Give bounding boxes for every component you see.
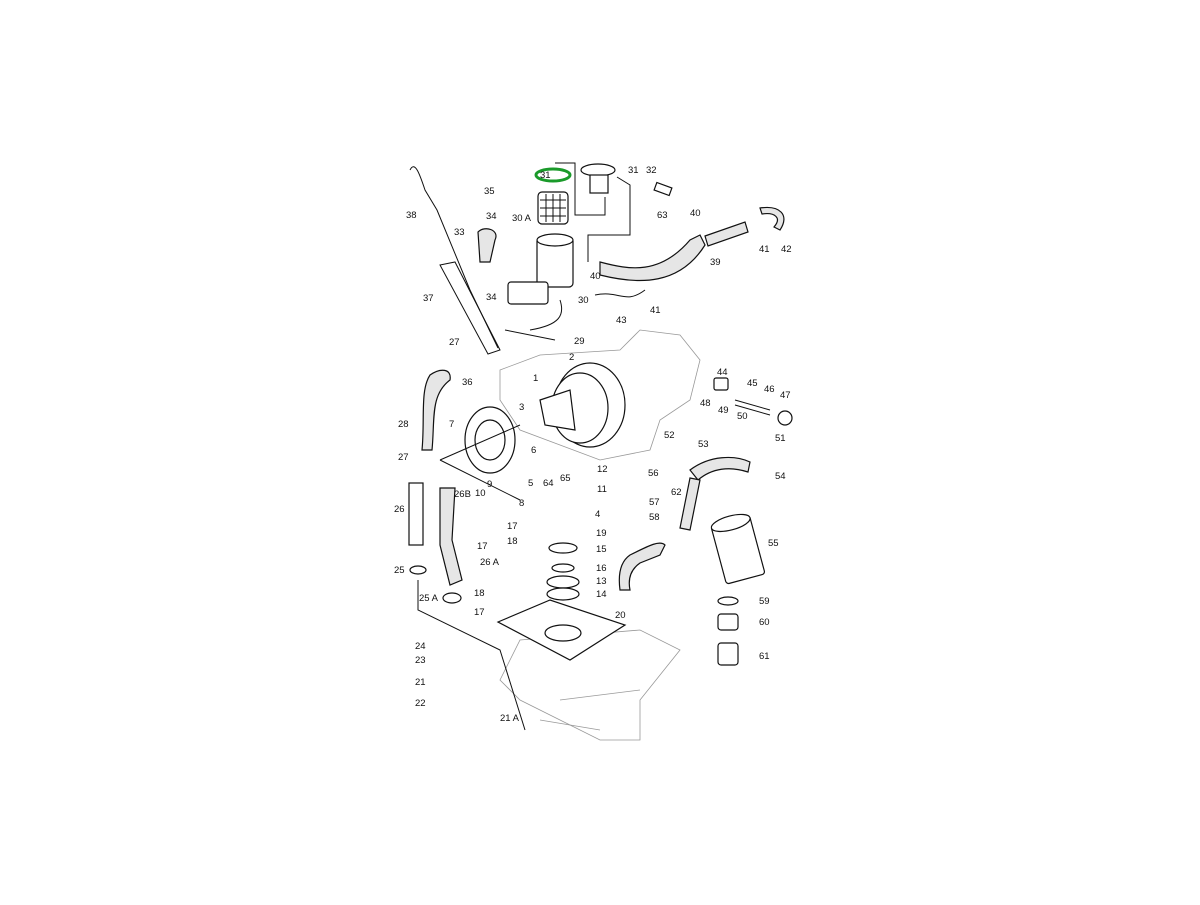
part-label-35[interactable]: 35: [484, 186, 495, 197]
part-label-47[interactable]: 47: [780, 390, 791, 401]
part-label-33[interactable]: 33: [454, 227, 465, 238]
part-label-65[interactable]: 65: [560, 473, 571, 484]
part-label-34[interactable]: 34: [486, 211, 497, 222]
part-label-8[interactable]: 8: [519, 498, 525, 509]
part-label-64[interactable]: 64: [543, 478, 554, 489]
part-label-17[interactable]: 17: [474, 607, 485, 618]
part-label-27[interactable]: 27: [449, 337, 460, 348]
part-label-20[interactable]: 20: [615, 610, 626, 621]
part-label-37[interactable]: 37: [423, 293, 434, 304]
part-label-21[interactable]: 21: [415, 677, 426, 688]
part-label-2[interactable]: 2: [569, 352, 575, 363]
part-label-16[interactable]: 16: [596, 563, 607, 574]
part-label-58[interactable]: 58: [649, 512, 660, 523]
part-label-31[interactable]: 31: [540, 170, 551, 181]
part-label-26b[interactable]: 26B: [454, 489, 471, 500]
part-label-49[interactable]: 49: [718, 405, 729, 416]
part-label-60[interactable]: 60: [759, 617, 770, 628]
part-label-52[interactable]: 52: [664, 430, 675, 441]
part-label-34[interactable]: 34: [486, 292, 497, 303]
part-label-18[interactable]: 18: [507, 536, 518, 547]
part-label-15[interactable]: 15: [596, 544, 607, 555]
part-label-38[interactable]: 38: [406, 210, 417, 221]
part-label-21a[interactable]: 21 A: [500, 713, 520, 724]
part-label-14[interactable]: 14: [596, 589, 607, 600]
part-label-59[interactable]: 59: [759, 596, 770, 607]
part-label-23[interactable]: 23: [415, 655, 426, 666]
part-label-11[interactable]: 11: [597, 484, 607, 495]
part-label-13[interactable]: 13: [596, 576, 607, 587]
part-label-42[interactable]: 42: [781, 244, 792, 255]
part-label-41[interactable]: 41: [759, 244, 770, 255]
part-label-30[interactable]: 30: [578, 295, 589, 306]
part-label-6[interactable]: 6: [531, 445, 537, 456]
part-label-36[interactable]: 36: [462, 377, 473, 388]
part-label-62[interactable]: 62: [671, 487, 682, 498]
gasket-31-highlighted[interactable]: [534, 167, 572, 183]
part-label-24[interactable]: 24: [415, 641, 426, 652]
part-label-46[interactable]: 46: [764, 384, 775, 395]
part-label-26[interactable]: 26: [394, 504, 405, 515]
part-label-7[interactable]: 7: [449, 419, 455, 430]
part-label-51[interactable]: 51: [775, 433, 786, 444]
part-label-50[interactable]: 50: [737, 411, 748, 422]
part-label-4[interactable]: 4: [595, 509, 601, 520]
part-label-28[interactable]: 28: [398, 419, 409, 430]
part-label-45[interactable]: 45: [747, 378, 758, 389]
part-label-10[interactable]: 10: [475, 488, 486, 499]
part-label-39[interactable]: 39: [710, 257, 721, 268]
part-label-61[interactable]: 61: [759, 651, 770, 662]
part-label-3[interactable]: 3: [519, 402, 525, 413]
part-label-26a[interactable]: 26 A: [480, 557, 500, 568]
part-label-44[interactable]: 44: [717, 367, 728, 378]
part-label-55[interactable]: 55: [768, 538, 779, 549]
part-label-54[interactable]: 54: [775, 471, 786, 482]
part-label-29[interactable]: 29: [574, 336, 585, 347]
part-label-1[interactable]: 1: [533, 373, 539, 384]
part-label-25a[interactable]: 25 A: [419, 593, 439, 604]
part-label-31[interactable]: 31: [628, 165, 639, 176]
part-label-40[interactable]: 40: [590, 271, 601, 282]
part-label-32[interactable]: 32: [646, 165, 657, 176]
part-label-22[interactable]: 22: [415, 698, 426, 709]
part-label-18[interactable]: 18: [474, 588, 485, 599]
part-label-57[interactable]: 57: [649, 497, 660, 508]
part-label-25[interactable]: 25: [394, 565, 405, 576]
part-label-56[interactable]: 56: [648, 468, 659, 479]
part-label-48[interactable]: 48: [700, 398, 711, 409]
part-label-63[interactable]: 63: [657, 210, 668, 221]
engine-block-outline: [499, 329, 701, 741]
part-label-30a[interactable]: 30 A: [512, 213, 532, 224]
part-label-17[interactable]: 17: [507, 521, 518, 532]
part-label-9[interactable]: 9: [487, 479, 493, 490]
part-label-27[interactable]: 27: [398, 452, 409, 463]
part-label-40[interactable]: 40: [690, 208, 701, 219]
part-label-41[interactable]: 41: [650, 305, 661, 316]
part-label-43[interactable]: 43: [616, 315, 627, 326]
part-label-19[interactable]: 19: [596, 528, 607, 539]
part-label-12[interactable]: 12: [597, 464, 608, 475]
part-label-53[interactable]: 53: [698, 439, 709, 450]
part-label-5[interactable]: 5: [528, 478, 534, 489]
hose-39: [599, 234, 706, 282]
part-label-17[interactable]: 17: [477, 541, 488, 552]
